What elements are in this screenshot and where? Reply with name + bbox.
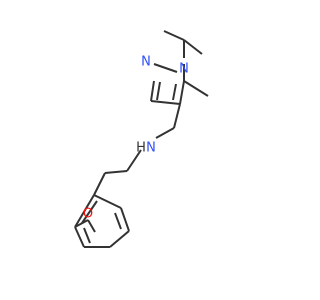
- bond-pyrazole-n1-n2: [153, 63, 178, 73]
- amine-n-label: N: [146, 141, 156, 156]
- bond-benzene-1: [93, 194, 122, 209]
- bond-benzene-3: [109, 230, 130, 248]
- bond-chain-middle: [104, 170, 128, 174]
- molecule-diagram: N N N H O: [0, 0, 300, 300]
- bond-ring-to-oxygen: [74, 219, 89, 228]
- molecule-structure-svg: N N N H O: [0, 0, 300, 300]
- amine-h-label: H: [136, 141, 146, 156]
- bond-isopropyl-methyl-2: [163, 30, 185, 41]
- bond-pyrazole-c3-c4: [150, 100, 181, 105]
- bond-benzene-6: [74, 194, 95, 228]
- pyrazole-n2-label: N: [141, 55, 151, 70]
- bond-ch2-to-amine: [155, 127, 175, 139]
- background: [0, 0, 300, 300]
- bond-chain-to-ring: [93, 172, 106, 196]
- bond-pyrazole-methyl: [183, 80, 209, 97]
- bond-amine-to-chain: [126, 149, 142, 172]
- bond-benzene-5: [74, 226, 85, 248]
- pyrazole-n1-label: N: [179, 62, 189, 77]
- methoxy-o-label: O: [83, 207, 93, 222]
- bond-pyrazole-n2-c3: [150, 80, 155, 102]
- bond-isopropyl-methyl-1: [183, 39, 203, 55]
- bond-pyrazole-n2-c3-double: [156, 81, 161, 101]
- bond-pyrazole-c4-c5: [179, 80, 185, 105]
- bond-methoxy-methyl: [87, 219, 96, 233]
- bond-benzene-2: [120, 207, 130, 232]
- bond-ring-to-ch2: [173, 103, 181, 129]
- bond-benzene-5-double: [83, 227, 91, 244]
- bond-pyrazole-c4-c5-double: [172, 83, 177, 101]
- bond-benzene-2-double: [114, 212, 122, 230]
- bond-benzene-6-double: [81, 200, 98, 224]
